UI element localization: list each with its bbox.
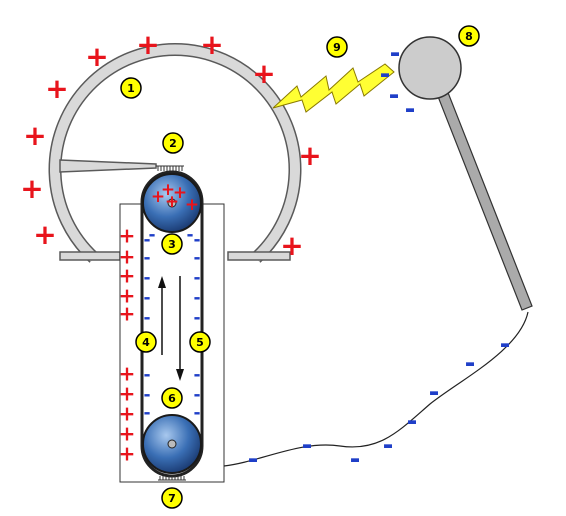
- plus-charge-13: +: [185, 195, 199, 215]
- minus-charge-8: -: [407, 407, 418, 437]
- plus-charge-24: +: [119, 442, 136, 466]
- minus-charge-23: -: [193, 288, 200, 308]
- minus-charge-5: -: [302, 431, 313, 461]
- plus-charge-18: +: [119, 284, 136, 308]
- plus-charge-20: +: [119, 362, 136, 386]
- spark-bolt: [272, 63, 395, 113]
- plus-charge-2: +: [136, 28, 159, 61]
- minus-charge-20: -: [193, 230, 200, 250]
- discharge-sphere: [398, 36, 462, 100]
- plus-charge-4: +: [252, 57, 275, 90]
- marker-4-label: 4: [142, 336, 150, 349]
- minus-charge-10: -: [465, 349, 476, 379]
- minus-charge-26: -: [193, 385, 200, 405]
- marker-5: 5: [189, 331, 211, 353]
- plus-charge-8: +: [20, 172, 43, 205]
- dome-foot-right: [227, 251, 291, 261]
- plus-charge-1: +: [85, 40, 108, 73]
- minus-charge-2: -: [389, 81, 400, 111]
- plus-charge-10: +: [161, 180, 175, 200]
- minus-charge-17: -: [143, 365, 150, 385]
- minus-charge-27: -: [193, 403, 200, 423]
- plus-charge-15: +: [119, 224, 136, 248]
- plus-charge-21: +: [119, 382, 136, 406]
- minus-charge-29: -: [148, 225, 155, 245]
- belt: [140, 170, 204, 478]
- marker-2-label: 2: [169, 137, 177, 150]
- upper-comb-teeth: [156, 165, 184, 171]
- minus-charge-7: -: [383, 431, 394, 461]
- plus-charge-19: +: [119, 302, 136, 326]
- minus-charge-22: -: [193, 268, 200, 288]
- plus-charge-22: +: [119, 402, 136, 426]
- marker-7: 7: [161, 487, 183, 509]
- minus-charge-25: -: [193, 365, 200, 385]
- dome-foot-left: [59, 251, 121, 261]
- lower-roller-axle: [167, 439, 177, 449]
- minus-charge-6: -: [350, 445, 361, 475]
- plus-charge-17: +: [119, 264, 136, 288]
- minus-charge-16: -: [143, 308, 150, 328]
- upper-roller-axle: [167, 198, 177, 208]
- minus-charge-0: -: [390, 39, 401, 69]
- negative-charges: ------------------------------: [143, 39, 510, 475]
- marker-4: 4: [135, 331, 157, 353]
- belt-down-arrow: [176, 276, 184, 381]
- marker-1-label: 1: [127, 82, 135, 95]
- marker-1: 1: [120, 77, 142, 99]
- minus-charge-14: -: [143, 268, 150, 288]
- marker-6-label: 6: [168, 392, 176, 405]
- plus-charge-23: +: [119, 422, 136, 446]
- marker-2: 2: [162, 132, 184, 154]
- marker-7-label: 7: [168, 492, 176, 505]
- ground-wire: [223, 311, 529, 467]
- minus-charge-3: -: [405, 95, 416, 125]
- marker-5-label: 5: [196, 336, 204, 349]
- marker-3: 3: [161, 233, 183, 255]
- minus-charge-18: -: [143, 385, 150, 405]
- plus-charge-7: +: [23, 119, 46, 152]
- minus-charge-13: -: [143, 248, 150, 268]
- lower-comb-teeth: [158, 476, 186, 481]
- plus-charge-6: +: [280, 229, 303, 262]
- minus-charge-24: -: [193, 308, 200, 328]
- minus-charge-28: -: [186, 225, 193, 245]
- minus-charge-9: -: [429, 378, 440, 408]
- minus-charge-11: -: [500, 330, 511, 360]
- plus-charge-12: +: [151, 187, 165, 207]
- marker-3-label: 3: [168, 238, 176, 251]
- minus-charge-19: -: [143, 403, 150, 423]
- minus-charge-12: -: [143, 230, 150, 250]
- plus-charge-11: +: [173, 183, 187, 203]
- dome-shell-fill: [50, 44, 300, 262]
- plus-charge-5: +: [298, 139, 321, 172]
- minus-charge-21: -: [193, 248, 200, 268]
- plus-charge-14: +: [165, 192, 179, 212]
- marker-9: 9: [326, 36, 348, 58]
- plus-charge-3: +: [200, 28, 223, 61]
- marker-8: 8: [458, 25, 480, 47]
- plus-charge-0: +: [45, 72, 68, 105]
- marker-9-label: 9: [333, 41, 341, 54]
- discharge-rod: [436, 89, 533, 311]
- marker-6: 6: [161, 387, 183, 409]
- minus-charge-4: -: [248, 445, 259, 475]
- plus-charge-16: +: [119, 245, 136, 269]
- minus-charge-15: -: [143, 288, 150, 308]
- marker-8-label: 8: [465, 30, 473, 43]
- positive-charges: +++++++++++++++++++++++++: [20, 28, 321, 466]
- upper-comb-arm: [59, 159, 157, 173]
- belt-up-arrow: [158, 276, 166, 355]
- minus-charge-1: -: [380, 60, 391, 90]
- plus-charge-9: +: [33, 218, 56, 251]
